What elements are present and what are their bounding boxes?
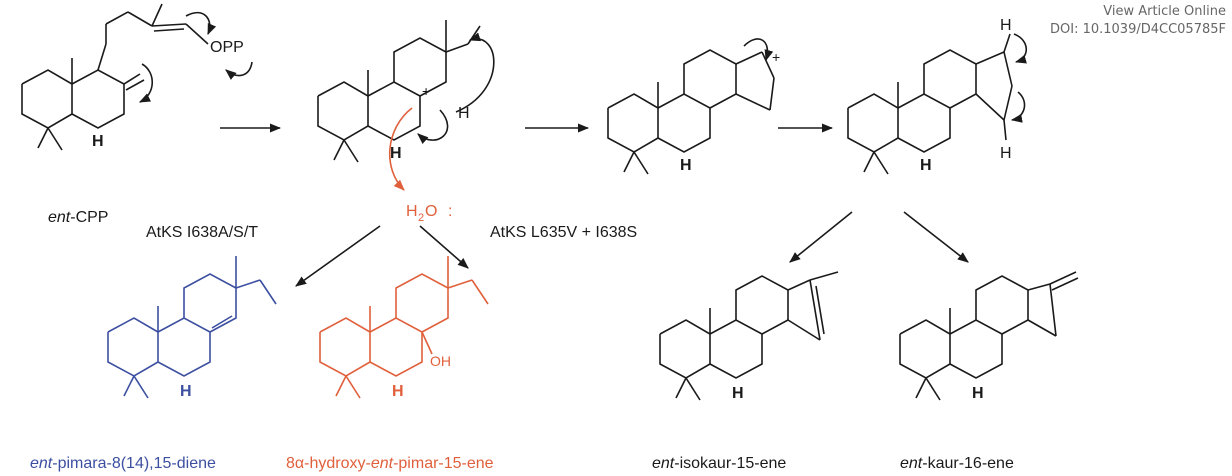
arrow-to-product-1 xyxy=(295,225,381,287)
cation-charge-1: + xyxy=(422,83,430,99)
pimarenyl-cation-structure xyxy=(317,20,495,163)
compound-label-ent-cpp: ent-CPP xyxy=(48,209,108,226)
product-3-structure xyxy=(659,271,839,401)
water-molecule-label: H 2 O : xyxy=(406,203,452,224)
svg-text::: : xyxy=(448,203,452,220)
h-atom-5: H xyxy=(920,157,932,174)
h-atom-4: H xyxy=(680,157,692,174)
compound-label-product-3: ent-isokaur-15-ene xyxy=(652,455,786,472)
water-attack-arrow xyxy=(388,107,413,191)
svg-text:2: 2 xyxy=(418,212,424,224)
article-header: View Article Online DOI: 10.1039/D4CC057… xyxy=(1050,3,1226,39)
arrow-to-product-2 xyxy=(419,225,469,269)
cation-charge-2: + xyxy=(772,49,780,65)
h-atom-7: H xyxy=(1000,145,1012,162)
h-atom-2: H xyxy=(390,145,402,162)
svg-text:O: O xyxy=(425,203,437,220)
opp-group: OPP xyxy=(210,39,244,56)
doi-text: DOI: 10.1039/D4CC05785F xyxy=(1050,22,1226,37)
view-article-online-link[interactable]: View Article Online xyxy=(1103,4,1226,19)
h-atom-p2: H xyxy=(392,383,404,400)
hydroxyl-group: OH xyxy=(430,353,451,369)
mutant-label-2: AtKS L635V + I638S xyxy=(490,224,637,241)
kauranyl-cation-2-structure xyxy=(847,33,1028,175)
h-atom-p3: H xyxy=(732,385,744,402)
arrow-to-product-4 xyxy=(903,211,969,263)
mutant-label-1: AtKS I638A/S/T xyxy=(146,224,258,241)
h-atom-3: H xyxy=(458,105,470,122)
h-atom-p4: H xyxy=(972,385,984,402)
product-4-structure xyxy=(899,271,1079,401)
h-atom-1: H xyxy=(92,133,104,150)
product-1-structure xyxy=(107,256,277,399)
compound-label-product-4: ent-kaur-16-ene xyxy=(900,455,1014,472)
h-atom-p1: H xyxy=(180,383,192,400)
compound-label-product-1: ent-pimara-8(14),15-diene xyxy=(30,455,216,472)
ent-cpp-structure xyxy=(21,3,253,151)
kauranyl-cation-structure xyxy=(607,38,775,175)
svg-text:H: H xyxy=(406,203,418,220)
h-atom-6: H xyxy=(1000,17,1012,34)
arrow-to-product-3 xyxy=(789,211,853,263)
product-2-structure xyxy=(319,256,489,399)
compound-label-product-2: 8α-hydroxy-ent-pimar-15-ene xyxy=(286,455,494,472)
